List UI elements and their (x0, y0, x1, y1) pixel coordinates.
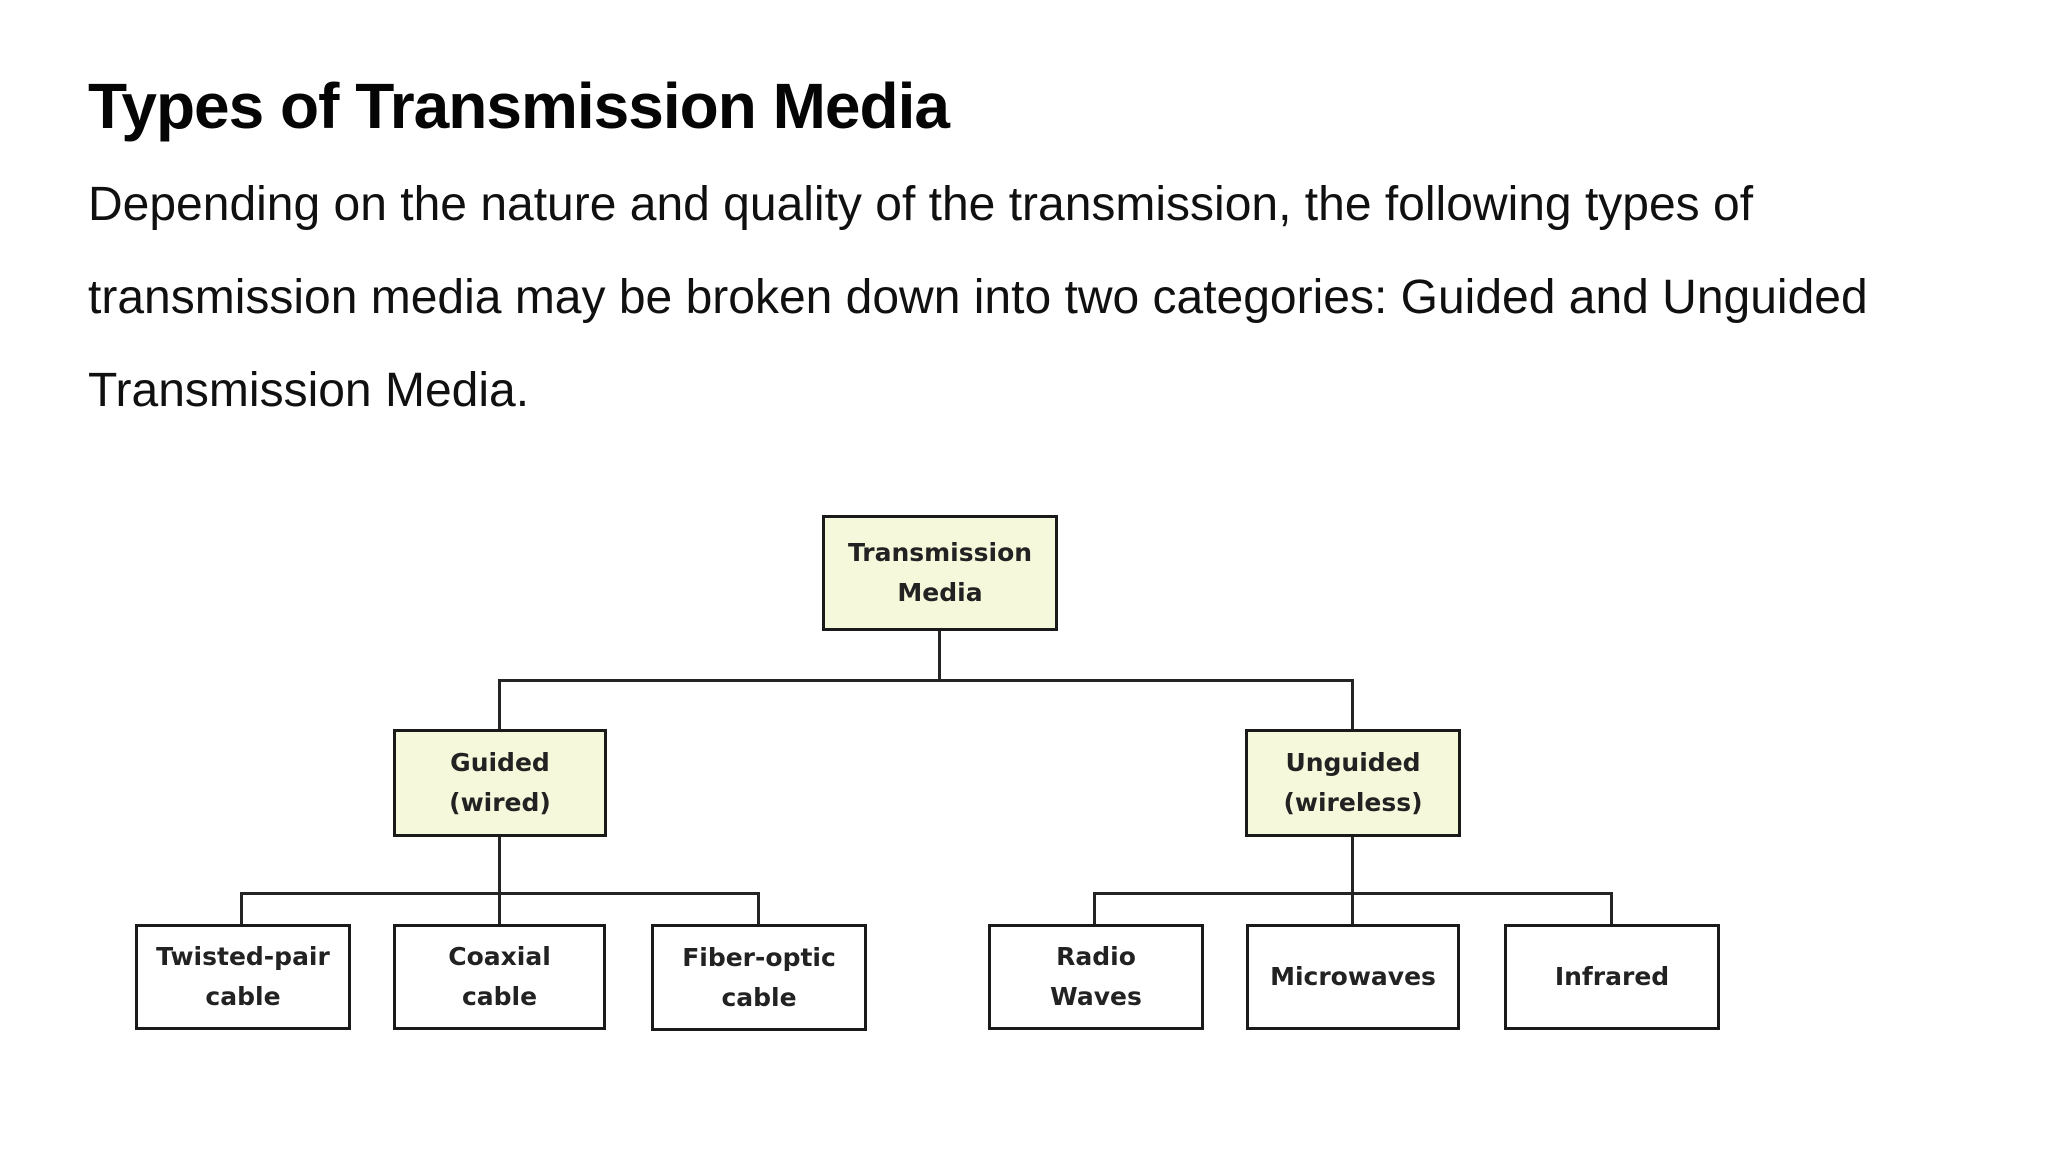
node-fiber-optic-cable: Fiber-optic cable (651, 924, 867, 1031)
connector-level1-horizontal (498, 679, 1354, 682)
connector-radio-waves-drop (1093, 892, 1096, 926)
node-coaxial-cable: Coaxial cable (393, 924, 606, 1030)
node-guided-wired: Guided (wired) (393, 729, 607, 837)
connector-infrared-drop (1610, 892, 1613, 926)
intro-paragraph-line-3: Transmission Media. (88, 364, 530, 417)
node-microwaves: Microwaves (1246, 924, 1460, 1030)
connector-fiber-optic-drop (757, 892, 760, 926)
connector-unguided-horizontal (1093, 892, 1613, 895)
node-radio-waves: Radio Waves (988, 924, 1204, 1030)
node-unguided-wireless: Unguided (wireless) (1245, 729, 1461, 837)
node-infrared: Infrared (1504, 924, 1720, 1030)
connector-twisted-pair-drop (240, 892, 243, 926)
connector-guided-drop (498, 679, 501, 731)
node-twisted-pair-cable: Twisted-pair cable (135, 924, 351, 1030)
node-transmission-media: Transmission Media (822, 515, 1058, 631)
connector-guided-horizontal (240, 892, 760, 895)
connector-guided-to-children (498, 834, 501, 926)
page-title: Types of Transmission Media (88, 69, 950, 142)
intro-paragraph-line-2: transmission media may be broken down in… (88, 271, 1868, 324)
intro-paragraph: Depending on the nature and quality of t… (88, 158, 1868, 437)
intro-paragraph-line-1: Depending on the nature and quality of t… (88, 178, 1754, 231)
connector-unguided-to-children (1351, 834, 1354, 926)
connector-unguided-drop (1351, 679, 1354, 731)
connector-root-vertical (938, 629, 941, 682)
